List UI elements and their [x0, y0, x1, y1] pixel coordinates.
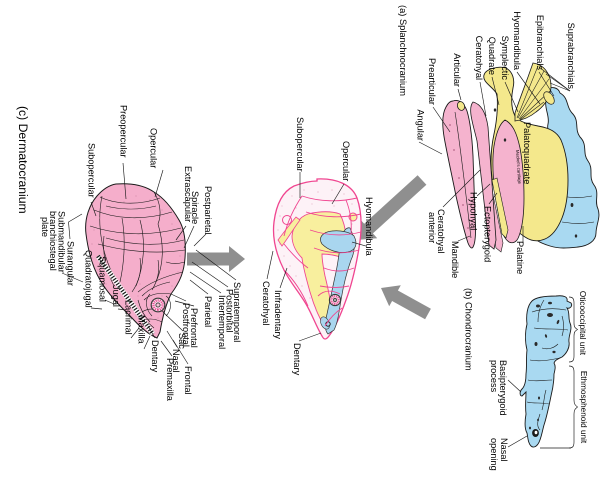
svg-text:(b) Chondrocranium: (b) Chondrocranium: [464, 288, 474, 371]
svg-text:opening: opening: [489, 438, 499, 471]
svg-text:Meckel’s cartilage: Meckel’s cartilage: [515, 150, 522, 185]
svg-text:(a) Splanchnocranium: (a) Splanchnocranium: [398, 5, 408, 96]
svg-text:Opercular: Opercular: [149, 128, 159, 168]
svg-text:(c) Dermatocranium: (c) Dermatocranium: [16, 106, 30, 214]
svg-text:Surangular: Surangular: [66, 241, 76, 286]
svg-text:Postparietal: Postparietal: [203, 186, 213, 235]
svg-text:Lacrimal: Lacrimal: [124, 300, 134, 335]
svg-text:Infradentary: Infradentary: [273, 290, 283, 339]
svg-text:Palatoquadrate: Palatoquadrate: [522, 122, 532, 184]
svg-text:Submandibular: Submandibular: [57, 211, 67, 273]
svg-text:Preopercular: Preopercular: [119, 105, 129, 158]
svg-text:Hyomandibula: Hyomandibula: [512, 11, 522, 71]
svg-text:Nasal: Nasal: [499, 438, 509, 462]
svg-text:Opercular: Opercular: [341, 141, 351, 181]
svg-text:plate: plate: [40, 217, 50, 237]
svg-text:process: process: [489, 360, 499, 393]
svg-text:Quadrate: Quadrate: [487, 37, 497, 75]
svg-text:Epibranchials: Epibranchials: [535, 15, 545, 71]
svg-text:Maxilla: Maxilla: [137, 315, 147, 344]
svg-text:Sac: Sac: [177, 333, 187, 349]
svg-text:Ceratohyal: Ceratohyal: [261, 281, 271, 325]
svg-text:Symplectic: Symplectic: [500, 36, 510, 81]
svg-text:Nasal: Nasal: [171, 349, 181, 373]
svg-text:Basipterygoid: Basipterygoid: [498, 360, 508, 416]
svg-text:Articular: Articular: [452, 53, 462, 87]
svg-text:Prearticular: Prearticular: [427, 58, 437, 105]
svg-text:Supratemporal: Supratemporal: [232, 282, 242, 342]
svg-text:Subopercular: Subopercular: [295, 117, 305, 172]
svg-text:Prefrontal: Prefrontal: [189, 308, 199, 348]
svg-text:Ceratohyal: Ceratohyal: [474, 36, 484, 80]
svg-text:Subopercular: Subopercular: [87, 143, 97, 198]
svg-text:Dentary: Dentary: [150, 340, 160, 373]
svg-text:Quadratojugal: Quadratojugal: [84, 250, 94, 308]
svg-text:Oticooccipital unit: Oticooccipital unit: [578, 291, 587, 356]
svg-text:Ectopterygoid: Ectopterygoid: [483, 206, 493, 262]
svg-text:Hypohyal: Hypohyal: [469, 192, 479, 230]
svg-text:Premaxilla: Premaxilla: [165, 358, 175, 402]
svg-text:Postorbital: Postorbital: [225, 289, 235, 332]
svg-text:Frontal: Frontal: [183, 366, 193, 395]
svg-text:Angular: Angular: [416, 109, 426, 141]
svg-text:Ethmosphenoid unit: Ethmosphenoid unit: [579, 371, 588, 444]
svg-text:Hyomandibula: Hyomandibula: [364, 197, 374, 257]
svg-text:Suprabranchials: Suprabranchials: [566, 23, 576, 90]
svg-text:Spiracle: Spiracle: [190, 191, 200, 224]
svg-text:anterior: anterior: [427, 212, 437, 243]
svg-text:Ceratohyal: Ceratohyal: [436, 209, 446, 253]
svg-text:Mandible: Mandible: [450, 241, 460, 278]
svg-text:Extrascapular: Extrascapular: [183, 166, 193, 222]
svg-text:Palatine: Palatine: [515, 241, 525, 274]
svg-text:Postfrontal: Postfrontal: [181, 303, 191, 347]
svg-text:Dentary: Dentary: [292, 343, 302, 376]
svg-text:Intertemporal: Intertemporal: [217, 295, 227, 349]
svg-text:Parietal: Parietal: [203, 296, 213, 327]
svg-text:branchiostegal: branchiostegal: [48, 211, 58, 271]
svg-text:Jugal: Jugal: [111, 285, 121, 307]
svg-text:Squamosal: Squamosal: [98, 256, 108, 302]
